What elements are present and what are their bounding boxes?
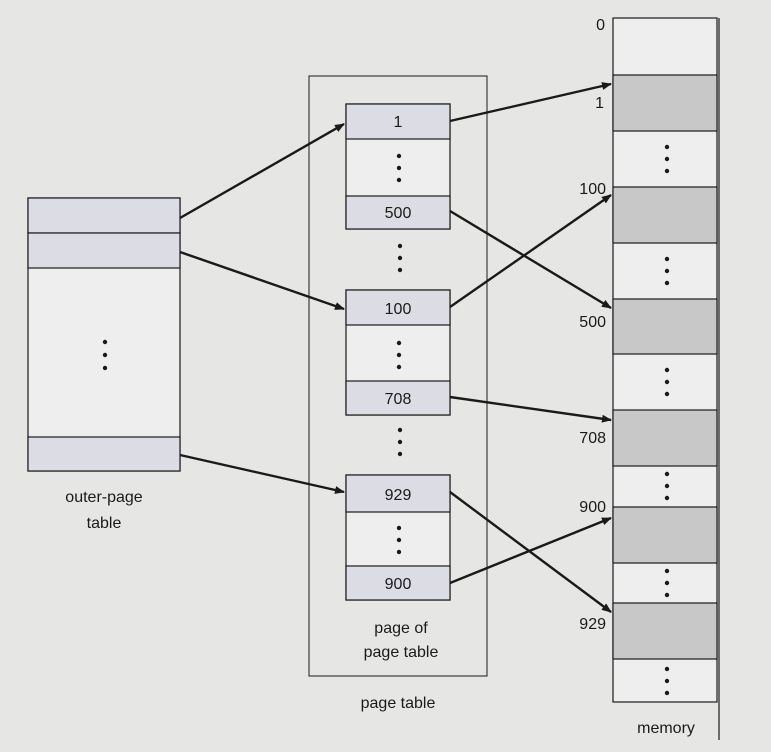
memory-ellipsis-3: [664, 367, 670, 397]
page-entry-1-value: 1: [394, 114, 403, 131]
memory-frame-100: [612, 186, 718, 244]
memory-ellipsis-4: [664, 471, 670, 501]
page-entry-1: [345, 103, 451, 140]
page-entry-900: [345, 565, 451, 601]
page-entry-100: [345, 289, 451, 326]
page-entry-500-value: 500: [385, 205, 412, 222]
page-entry-708-value: 708: [385, 391, 412, 408]
memory-frame-1: [612, 74, 718, 132]
memory-ellipsis-5: [664, 568, 670, 598]
page-entry-100-value: 100: [385, 301, 412, 318]
outer-page-table-ellipsis: [102, 339, 108, 371]
memory-frame-900: [612, 506, 718, 564]
arrows: [179, 82, 612, 613]
memory-address-0: 0: [596, 17, 605, 34]
outer-page-table-entry-1: [27, 232, 181, 269]
memory-ellipsis-2: [664, 256, 670, 286]
page-of-page-table-label-line2: page table: [364, 644, 439, 661]
memory-address-929: 929: [579, 616, 606, 633]
page-table-frame: [308, 75, 488, 677]
memory-address-500: 500: [579, 314, 606, 331]
outer-page-table-entry-last: [27, 436, 181, 472]
arrow-entry-100-to-frame-100: [449, 194, 612, 308]
page-table: page table 1 500 100: [308, 75, 488, 712]
outer-page-table-label-line1: outer-page: [65, 489, 142, 506]
arrow-outer-entry-0-to-page-group-1: [179, 122, 345, 220]
page-table-gap-ellipsis-2: [397, 427, 403, 457]
arrow-entry-708-to-frame-708: [449, 395, 612, 423]
memory-address-100: 100: [579, 181, 606, 198]
memory: 0 1 100 500 708 900 929 memory: [579, 17, 720, 740]
outer-page-table-label-line2: table: [87, 515, 122, 532]
page-of-page-table-1: 1 500: [345, 103, 451, 230]
page-entry-929: [345, 474, 451, 513]
memory-address-708: 708: [579, 430, 606, 447]
page-of-page-table-2: 100 708: [345, 289, 451, 416]
memory-ellipsis-6: [664, 666, 670, 696]
page-entry-500: [345, 195, 451, 230]
outer-page-table: outer-page table: [27, 197, 181, 532]
memory-frame-500: [612, 298, 718, 355]
memory-frame-708: [612, 409, 718, 467]
page-table-label: page table: [361, 695, 436, 712]
memory-address-1: 1: [595, 95, 604, 112]
arrow-outer-entry-1-to-page-group-2: [179, 250, 345, 311]
arrow-entry-900-to-frame-900: [449, 516, 612, 585]
memory-address-900: 900: [579, 499, 606, 516]
page-group-3-ellipsis: [396, 525, 402, 555]
page-group-2-ellipsis: [396, 340, 402, 370]
page-of-page-table-label-line1: page of: [374, 620, 428, 637]
memory-body: [612, 17, 718, 703]
outer-page-table-entry-0: [27, 197, 181, 234]
page-entry-929-value: 929: [385, 487, 412, 504]
page-entry-900-value: 900: [385, 576, 412, 593]
memory-ellipsis-1: [664, 144, 670, 174]
arrow-entry-1-to-frame-1: [449, 82, 612, 123]
memory-label: memory: [637, 720, 695, 737]
arrow-entry-929-to-frame-929: [449, 491, 612, 613]
memory-frame-929: [612, 602, 718, 660]
arrow-outer-entry-last-to-page-group-3: [179, 453, 345, 494]
page-group-1-ellipsis: [396, 153, 402, 183]
page-of-page-table-3: 929 900: [345, 474, 451, 601]
page-table-gap-ellipsis-1: [397, 243, 403, 273]
arrow-entry-500-to-frame-500: [449, 209, 612, 310]
